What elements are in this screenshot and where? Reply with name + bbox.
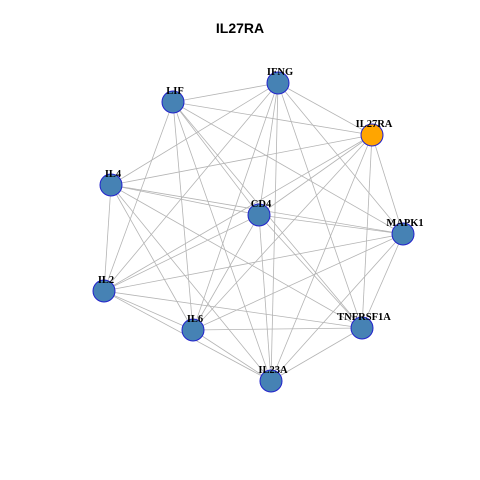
edge-ifng-il2	[103, 82, 279, 292]
node-label-il6: IL6	[187, 314, 203, 325]
edge-il27ra-il2	[103, 134, 373, 292]
edge-mapk1-il2	[103, 233, 404, 292]
node-tnfrsf1a	[350, 316, 374, 340]
edge-il4-cd4	[110, 184, 260, 216]
edge-cd4-il2	[103, 214, 260, 292]
edge-cd4-il23a	[258, 214, 272, 382]
node-il4	[99, 173, 123, 197]
node-label-il4: IL4	[105, 169, 122, 180]
node-il23a	[259, 369, 283, 393]
edge-ifng-il4	[110, 82, 279, 186]
node-label-il23a: IL23A	[258, 365, 288, 376]
node-mapk1	[391, 222, 415, 246]
edge-ifng-mapk1	[277, 82, 404, 235]
edge-ifng-il6	[192, 82, 279, 331]
edge-il27ra-il4	[110, 134, 373, 186]
node-label-il27ra: IL27RA	[356, 119, 393, 130]
node-label-mapk1: MAPK1	[386, 218, 423, 229]
node-il6	[181, 318, 205, 342]
edge-ifng-il27ra	[277, 82, 373, 136]
edge-lif-ifng	[172, 82, 279, 103]
edge-cd4-il6	[192, 214, 260, 331]
edge-il4-il2	[103, 184, 112, 292]
edge-il2-il6	[103, 290, 194, 331]
edge-il4-il23a	[110, 184, 272, 382]
edge-ifng-tnfrsf1a	[277, 82, 363, 329]
edge-il27ra-tnfrsf1a	[361, 134, 373, 329]
edge-cd4-mapk1	[258, 214, 404, 235]
edge-il6-il23a	[192, 329, 272, 382]
edge-mapk1-tnfrsf1a	[361, 233, 404, 329]
edge-il4-il6	[110, 184, 194, 331]
node-layer	[92, 71, 415, 393]
node-label-cd4: CD4	[251, 199, 272, 210]
edge-il27ra-il6	[192, 134, 373, 331]
plot-title: IL27RA	[215, 20, 265, 36]
edge-il27ra-cd4	[258, 134, 373, 216]
edge-il6-tnfrsf1a	[192, 327, 363, 331]
edge-mapk1-il23a	[270, 233, 404, 382]
edge-il4-tnfrsf1a	[110, 184, 363, 329]
node-il27ra	[360, 123, 384, 147]
edge-mapk1-il6	[192, 233, 404, 331]
edge-lif-il6	[172, 101, 194, 331]
edge-tnfrsf1a-il23a	[270, 327, 363, 382]
node-ifng	[266, 71, 290, 95]
node-label-lif: LIF	[166, 86, 184, 97]
edge-il2-tnfrsf1a	[103, 290, 363, 329]
node-cd4	[247, 203, 271, 227]
edge-il27ra-il23a	[270, 134, 373, 382]
edge-lif-il23a	[172, 101, 272, 382]
edge-ifng-cd4	[258, 82, 279, 216]
edge-layer	[103, 82, 404, 382]
edge-lif-il2	[103, 101, 174, 292]
edge-cd4-tnfrsf1a	[258, 214, 363, 329]
node-il2	[92, 279, 116, 303]
edge-il27ra-mapk1	[371, 134, 404, 235]
node-label-ifng: IFNG	[267, 67, 293, 78]
node-lif	[161, 90, 185, 114]
node-label-tnfrsf1a: TNFRSF1A	[337, 312, 391, 323]
edge-lif-cd4	[172, 101, 260, 216]
node-label-il2: IL2	[98, 275, 114, 286]
